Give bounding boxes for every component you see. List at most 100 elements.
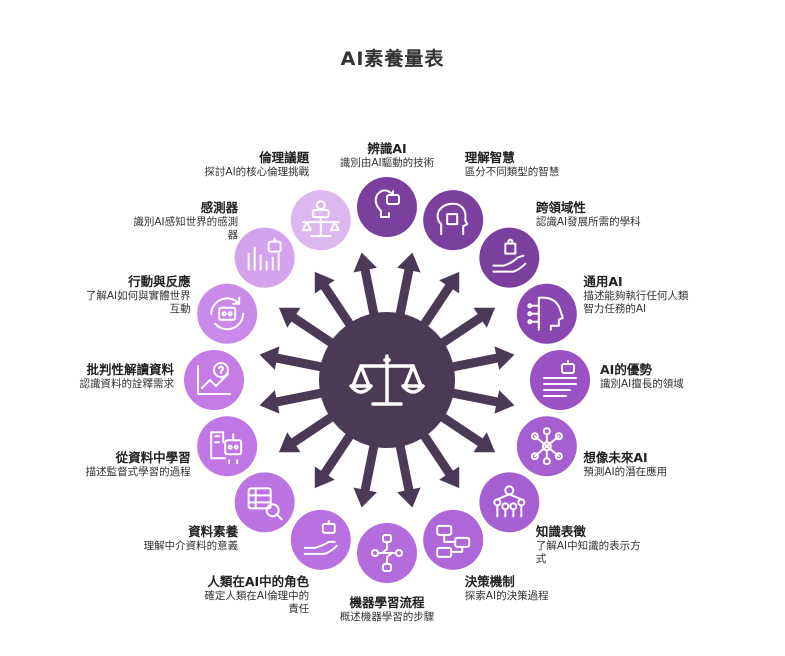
node-ethics-scale xyxy=(290,190,351,251)
arrow-icon xyxy=(353,252,380,320)
ai-head-icon xyxy=(527,296,564,331)
item-title: 跨領域性 xyxy=(535,200,586,216)
item-title: 資料素養 xyxy=(188,523,239,539)
node-circle xyxy=(479,472,540,533)
page-title: AI素養量表 xyxy=(340,48,445,70)
arrow-icon xyxy=(278,411,338,453)
table-search-icon xyxy=(247,487,283,521)
node-robot-cycle xyxy=(197,283,258,344)
item-title: 從資料中學習 xyxy=(115,449,191,465)
label-ethics-scale: 倫理議題探討AI的核心倫理挑戰 xyxy=(201,150,309,179)
node-head-puzzle xyxy=(423,190,484,251)
hand-puzzle-icon xyxy=(492,238,527,273)
radial-arrows xyxy=(259,252,515,508)
arrow-icon xyxy=(259,346,327,373)
ml-flow-icon xyxy=(371,534,403,572)
node-ring xyxy=(184,177,590,583)
label-hand-robot: 人類在AI中的角色確定人類在AI倫理中的責任 xyxy=(201,574,309,616)
node-flowchart xyxy=(423,509,484,570)
robot-list-icon xyxy=(543,360,577,397)
item-description: 了解AI如何與實體世界互動 xyxy=(85,290,191,316)
node-table-search xyxy=(234,472,295,533)
item-description: 識別由AI驅動的技術 xyxy=(339,157,435,169)
item-description: 認識AI發展所需的學科 xyxy=(535,216,641,229)
item-description: 認識資料的詮釋需求 xyxy=(79,378,175,390)
sensor-robot-icon xyxy=(247,237,282,271)
item-description: 識別AI擅長的領域 xyxy=(600,378,684,390)
item-title: 知識表徵 xyxy=(535,523,586,539)
arrow-icon xyxy=(353,440,380,508)
flowchart-icon xyxy=(436,524,471,558)
arrow-icon xyxy=(394,440,421,508)
arrow-icon xyxy=(436,307,496,349)
item-description: 區分不同類型的智慧 xyxy=(464,166,560,179)
label-head-puzzle: 理解智慧區分不同類型的智慧 xyxy=(465,150,573,179)
hand-robot-icon xyxy=(303,519,338,555)
node-lightbulb-robot xyxy=(357,177,417,237)
arrow-icon xyxy=(259,387,327,414)
label-robot-list: AI的優勢識別AI擅長的領域 xyxy=(600,362,708,391)
arrow-icon xyxy=(314,429,356,489)
label-book-robot: 從資料中學習描述監督式學習的過程 xyxy=(83,450,191,479)
node-circle xyxy=(479,227,540,288)
label-table-search: 資料素養理解中介資料的意義 xyxy=(130,523,239,553)
node-book-robot xyxy=(197,416,258,477)
item-description: 描述能夠執行任何人類智力任務的AI xyxy=(583,290,689,316)
item-title: 批判性解讀資料 xyxy=(86,362,174,377)
book-robot-icon xyxy=(210,431,243,465)
node-robot-list xyxy=(530,350,590,410)
node-circle xyxy=(423,190,484,251)
item-description: 了解AI中知識的表示方式 xyxy=(535,539,641,565)
arrow-icon xyxy=(447,387,515,414)
node-circle xyxy=(530,350,590,410)
chart-question-icon xyxy=(197,362,231,395)
arrow-icon xyxy=(394,252,421,320)
item-description: 探討AI的核心倫理挑戰 xyxy=(204,166,310,179)
arrow-icon xyxy=(314,271,356,331)
label-flowchart: 決策機制探索AI的決策過程 xyxy=(465,574,573,603)
arrow-icon xyxy=(436,411,496,453)
label-robot-cycle: 行動與反應了解AI如何與實體世界互動 xyxy=(83,274,191,316)
node-circle xyxy=(197,283,258,344)
item-description: 探索AI的決策過程 xyxy=(464,589,549,602)
arrow-icon xyxy=(418,429,460,489)
node-circle xyxy=(184,350,244,410)
item-description: 描述監督式學習的過程 xyxy=(85,465,191,478)
node-sensor-robot xyxy=(234,227,295,288)
hub xyxy=(319,312,455,448)
item-description: 概述機器學習的步驟 xyxy=(339,611,435,623)
head-puzzle-icon xyxy=(436,202,469,236)
node-circle xyxy=(197,416,258,477)
item-title: 辨識AI xyxy=(367,141,407,156)
balance-scale-icon xyxy=(349,354,425,406)
node-circle xyxy=(423,509,484,570)
item-title: 決策機制 xyxy=(464,573,515,589)
robot-cycle-icon xyxy=(210,296,245,331)
node-circle xyxy=(290,509,351,570)
arrow-icon xyxy=(447,346,515,373)
item-title: AI的優勢 xyxy=(600,362,652,377)
item-description: 理解中介資料的意義 xyxy=(143,539,239,552)
ethics-scale-icon xyxy=(301,200,340,238)
item-title: 通用AI xyxy=(583,274,623,290)
label-hand-puzzle: 跨領域性認識AI發展所需的學科 xyxy=(536,200,644,229)
lightbulb-robot-icon xyxy=(374,189,400,218)
item-title: 機器學習流程 xyxy=(349,595,425,610)
network-icon xyxy=(530,427,563,466)
arrow-icon xyxy=(418,271,460,331)
node-circle xyxy=(234,227,295,288)
label-chart-question: 批判性解讀資料認識資料的詮釋需求 xyxy=(66,362,175,391)
item-title: 想像未來AI xyxy=(583,449,648,465)
item-description: 預測AI的潛在應用 xyxy=(583,465,668,478)
item-title: 行動與反應 xyxy=(128,274,191,290)
node-circle xyxy=(516,283,577,344)
label-people-network: 知識表徵了解AI中知識的表示方式 xyxy=(536,524,644,566)
node-ml-flow xyxy=(357,523,417,583)
item-title: 人類在AI中的角色 xyxy=(207,573,310,589)
label-ml-flow: 機器學習流程概述機器學習的步驟 xyxy=(322,595,452,624)
node-ai-head xyxy=(516,283,577,344)
